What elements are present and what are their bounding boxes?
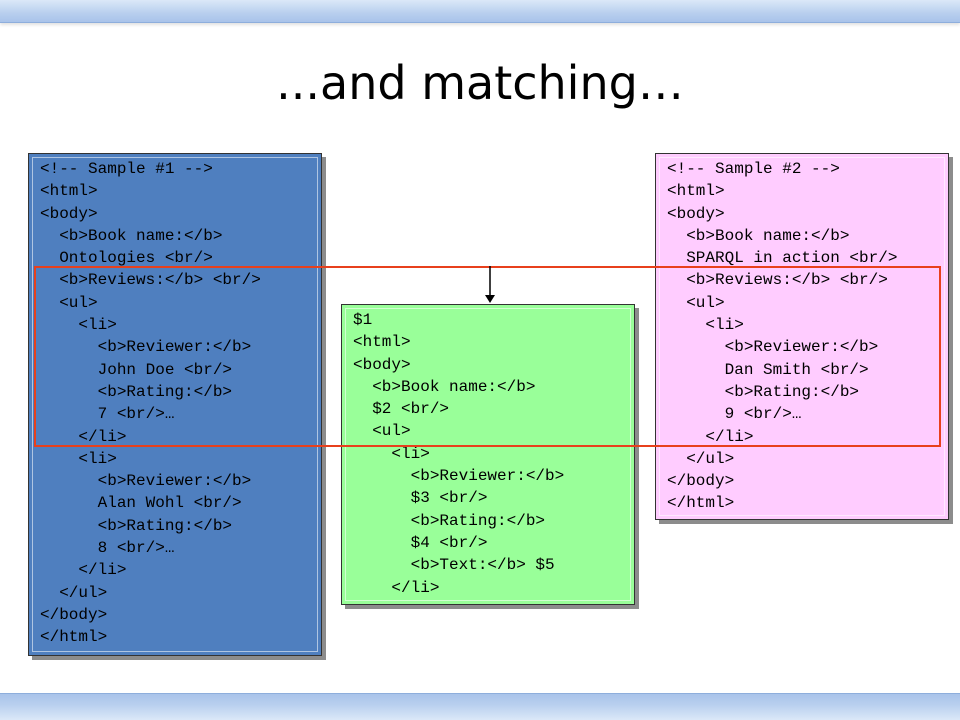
code-line: 9 <br/>… [667,405,802,424]
code-line: <!-- Sample #2 --> [667,160,840,178]
code-line: <body> [353,355,411,374]
code-line: </html> [667,494,735,513]
code-line: Ontologies <br/> [40,249,213,268]
code-line: <ul> [667,293,725,312]
code-line: </li> [353,578,440,597]
code-line: Alan Wohl <br/> [40,494,242,513]
code-line: <b>Reviewer:</b> [667,338,879,357]
code-line: <b>Reviewer:</b> [40,338,252,357]
code-line: 8 <br/>… [40,539,175,558]
code-line: $2 <br/> [353,400,450,419]
down-arrow-icon [485,266,495,303]
code-line: </ul> [40,583,108,602]
code-line: <li> [40,449,117,468]
code-line: <b>Book name:</b> [40,226,223,245]
code-line: <li> [40,316,117,335]
code-line: <b>Rating:</b> [40,516,233,535]
code-line: Dan Smith <br/> [667,360,869,379]
code-line: </li> [40,427,127,446]
code-line: <!-- Sample #1 --> [40,160,213,178]
code-line: <b>Reviews:</b> <br/> [667,271,888,290]
top-decorative-bar [0,0,960,23]
code-line: John Doe <br/> [40,360,233,379]
code-line: <li> [353,444,430,463]
code-line: $3 <br/> [353,489,488,508]
code-line: </body> [40,605,108,624]
code-line: </ul> [667,449,735,468]
code-line: <b>Reviewer:</b> [353,467,565,486]
code-line: <b>Book name:</b> [353,377,536,396]
code-line: <b>Text:</b> $5 [353,556,555,575]
code-line: <b>Book name:</b> [667,226,850,245]
code-line: <body> [40,204,98,223]
code-line: <b>Rating:</b> [667,382,860,401]
code-line: <html> [353,333,411,352]
code-line: <b>Reviews:</b> <br/> [40,271,261,290]
code-line: <b>Rating:</b> [353,511,546,530]
code-line: <html> [667,182,725,201]
code-line: $1 [353,311,373,329]
code-line: 7 <br/>… [40,405,175,424]
code-line: </li> [40,561,127,580]
code-line: </li> [667,427,754,446]
code-line: $4 <br/> [353,533,488,552]
code-line: SPARQL in action <br/> [667,249,898,268]
code-line: <html> [40,182,98,201]
slide-title: ...and matching… [276,56,684,110]
code-line: <ul> [40,293,98,312]
code-line: </html> [40,628,108,647]
sample-1-code-box: <!-- Sample #1 --> <html> <body> <b>Book n… [28,153,322,656]
pattern-code-box: $1 <html> <body> <b>Book name:</b> $2 <br/… [341,304,635,605]
code-line: </body> [667,472,735,491]
code-line: <body> [667,204,725,223]
code-line: <b>Rating:</b> [40,382,233,401]
code-line: <b>Reviewer:</b> [40,472,252,491]
code-line: <ul> [353,422,411,441]
sample-2-code-box: <!-- Sample #2 --> <html> <body> <b>Book n… [655,153,949,520]
code-line: <li> [667,316,744,335]
bottom-decorative-bar [0,693,960,720]
